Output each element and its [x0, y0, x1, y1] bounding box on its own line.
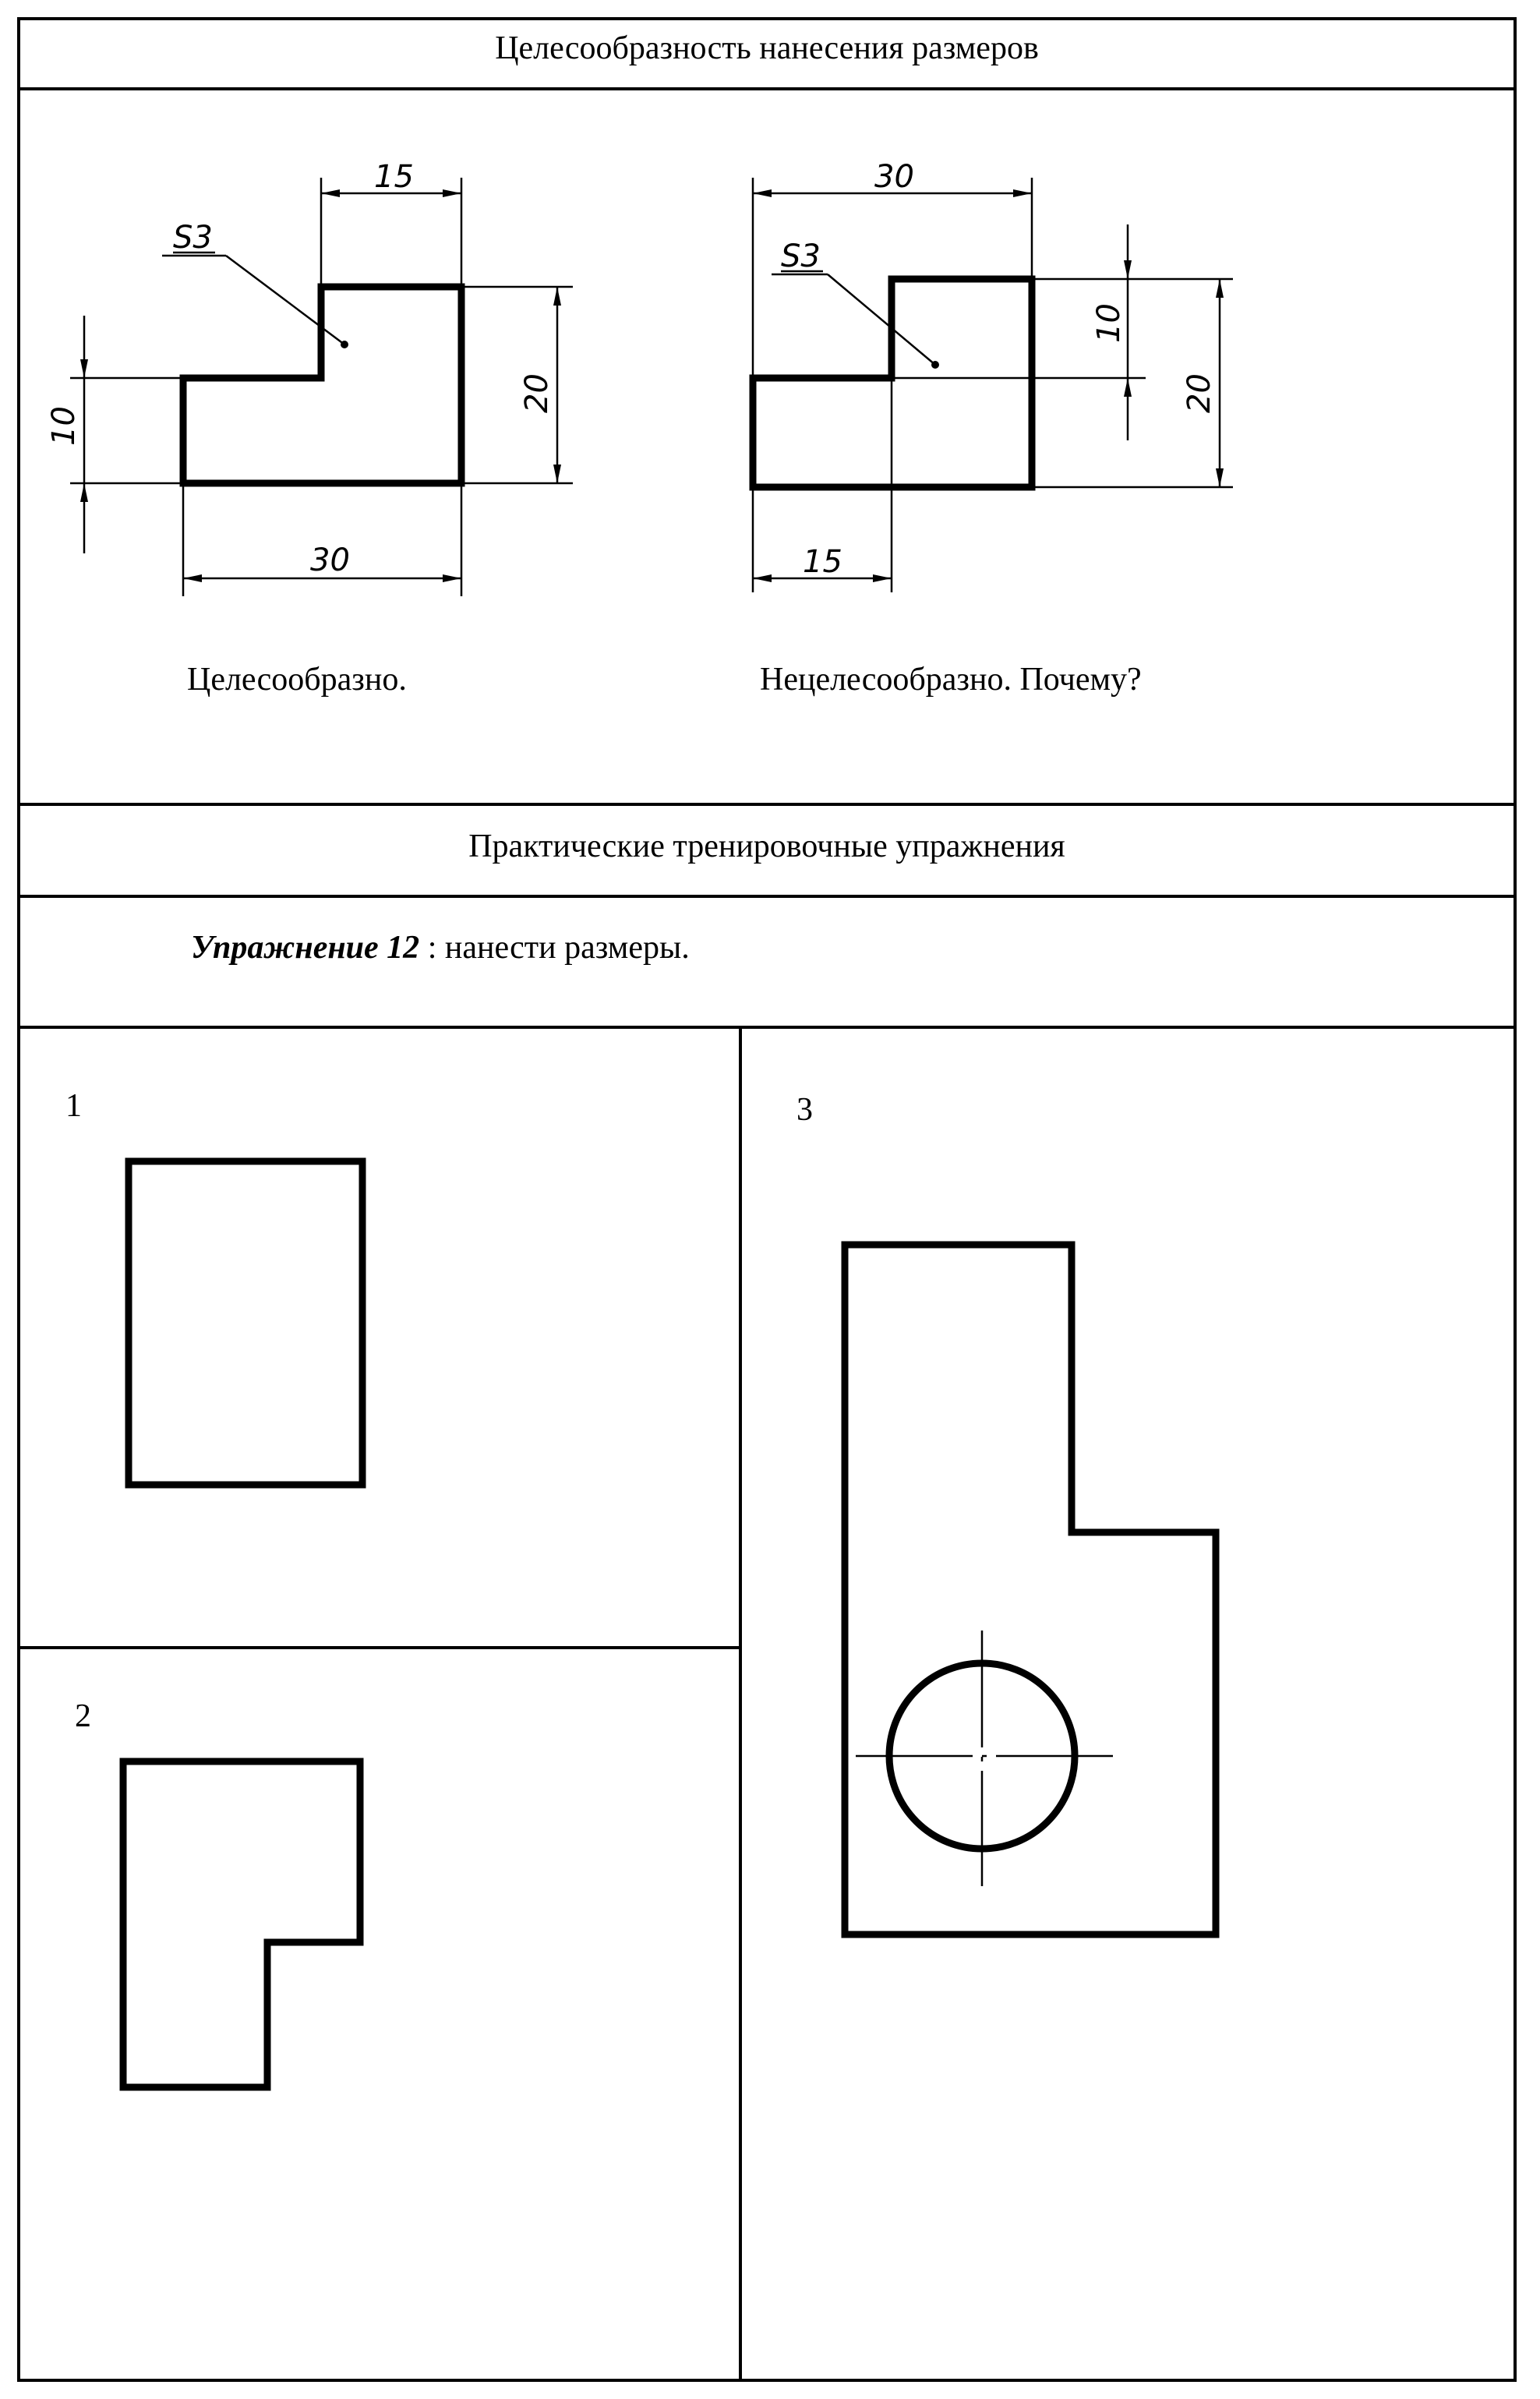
divider-header1 [17, 87, 1517, 90]
exercise-title: Упражнение 12 [191, 930, 420, 966]
page-frame [17, 17, 1517, 2382]
right-leader-dot [931, 361, 939, 369]
divider-header2 [17, 895, 1517, 898]
exercise-instruction: Упражнение 12 : нанести размеры. [191, 929, 690, 966]
divider-section1-bottom [17, 803, 1517, 806]
left-dim-15-label: 15 [374, 159, 414, 195]
exercise-text: : нанести размеры. [419, 930, 690, 966]
right-dim-10-label: 10 [1091, 303, 1127, 343]
right-thickness-label: S3 [781, 238, 821, 274]
left-example-drawing: S3 15 30 20 10 [46, 159, 573, 596]
right-example-drawing: S3 30 15 10 20 [749, 159, 1233, 592]
right-dim-30-label: 30 [874, 159, 914, 195]
left-part-outline [179, 283, 465, 487]
section-title-dimensioning: Целесообразность нанесения размеров [495, 30, 1039, 66]
task-number-2: 2 [75, 1698, 91, 1734]
task3-stepped-plate [841, 1241, 1220, 1938]
task1-rectangle [125, 1157, 366, 1489]
left-thickness-label: S3 [173, 220, 213, 256]
task3-center-lines [856, 1631, 1116, 1886]
divider-task-columns [739, 1026, 742, 2382]
right-figure-caption: Нецелесообразно. Почему? [760, 662, 1142, 698]
section-title-exercises: Практические тренировочные упражнения [468, 829, 1065, 864]
task-number-1: 1 [65, 1088, 82, 1124]
task2-l-shape [119, 1758, 364, 2091]
left-dim-10-label: 10 [46, 406, 82, 446]
divider-task1-task2 [17, 1646, 742, 1649]
right-dim-15-label: 15 [803, 544, 842, 580]
left-dim-30-label: 30 [310, 542, 350, 578]
left-dim-20-label: 20 [519, 373, 555, 413]
task-number-3: 3 [796, 1092, 813, 1128]
divider-exercise [17, 1026, 1517, 1029]
left-figure-caption: Целесообразно. [187, 662, 407, 698]
right-dim-20-label: 20 [1181, 373, 1217, 413]
left-leader-dot [341, 341, 348, 348]
